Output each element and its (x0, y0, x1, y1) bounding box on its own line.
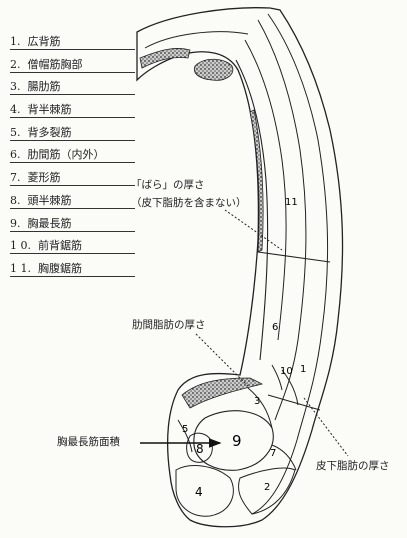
region-number-2: 2 (264, 482, 270, 493)
region-number-8: 8 (196, 442, 204, 456)
muscle-3-line (248, 388, 272, 428)
intercostal-fat-band (182, 378, 262, 408)
region-number-3: 3 (254, 396, 260, 407)
region-number-11: 11 (285, 197, 298, 208)
region-number-5: 5 (182, 424, 188, 435)
top-inner-contour (145, 32, 248, 48)
muscle-layer-line-a (258, 20, 306, 420)
top-fat-patch (140, 48, 190, 68)
subcutaneous-fat-measure-line (268, 395, 320, 410)
subcutaneous-fat-dashed-line (304, 398, 348, 456)
region-number-1: 1 (300, 364, 306, 375)
region-number-9: 9 (232, 432, 242, 450)
region-number-10: 10 (280, 366, 293, 377)
bara-thickness-dashed-line (225, 210, 282, 250)
region-number-6: 6 (272, 322, 278, 333)
top-muscle-oval (194, 59, 233, 80)
bara-thickness-measure-line (258, 252, 330, 262)
region-number-4: 4 (195, 485, 203, 499)
region-number-7: 7 (270, 448, 276, 459)
muscle-4-outline (176, 466, 233, 517)
rib-band (250, 110, 263, 252)
subcutaneous-fat-line (252, 14, 328, 514)
